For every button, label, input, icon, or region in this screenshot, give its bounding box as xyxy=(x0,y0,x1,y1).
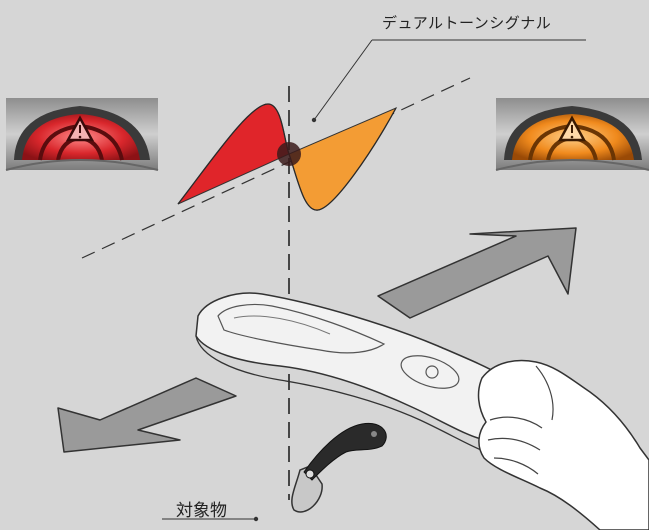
indicator-orange xyxy=(495,98,649,171)
zero-crossing-point xyxy=(277,142,301,166)
warning-triangle-icon xyxy=(557,115,587,142)
object-leader-line xyxy=(162,516,259,522)
warning-triangle-icon xyxy=(65,115,95,142)
dashed-baseline xyxy=(81,77,471,259)
dual-tone-signal-label: デュアルトーンシグナル xyxy=(382,14,552,32)
motion-arrow-right xyxy=(377,227,577,319)
target-object-label: 対象物 xyxy=(176,501,227,521)
signal-leader-line xyxy=(311,39,586,123)
orange-waveform-lobe xyxy=(288,106,398,211)
target-object-knife xyxy=(291,422,387,513)
gloved-hand xyxy=(477,359,649,530)
indicator-red xyxy=(5,98,159,171)
red-waveform-lobe xyxy=(177,103,290,205)
motion-arrow-left xyxy=(57,377,237,453)
